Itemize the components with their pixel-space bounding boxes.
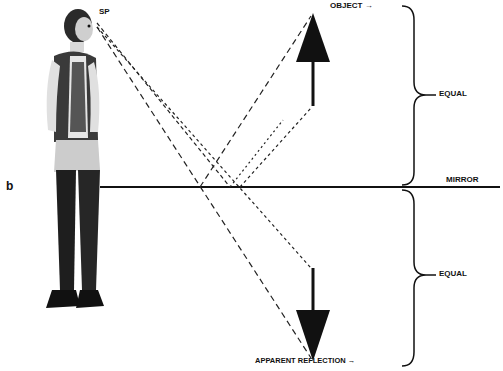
dimension-label: EQUAL (439, 270, 467, 278)
brace (402, 6, 436, 366)
reflection-label: APPARENT REFLECTION → (255, 357, 355, 365)
figure-letter: b (6, 180, 13, 192)
object-arrow (296, 13, 330, 106)
man-figure (46, 9, 104, 308)
point-label: SP (99, 8, 110, 16)
mirror-label: MIRROR (446, 176, 478, 184)
mirror-line (100, 186, 500, 188)
reflection-arrow (296, 268, 330, 361)
object-label: OBJECT → (330, 2, 373, 10)
dimension-label: EQUAL (439, 90, 467, 98)
sight-lines (97, 16, 311, 358)
